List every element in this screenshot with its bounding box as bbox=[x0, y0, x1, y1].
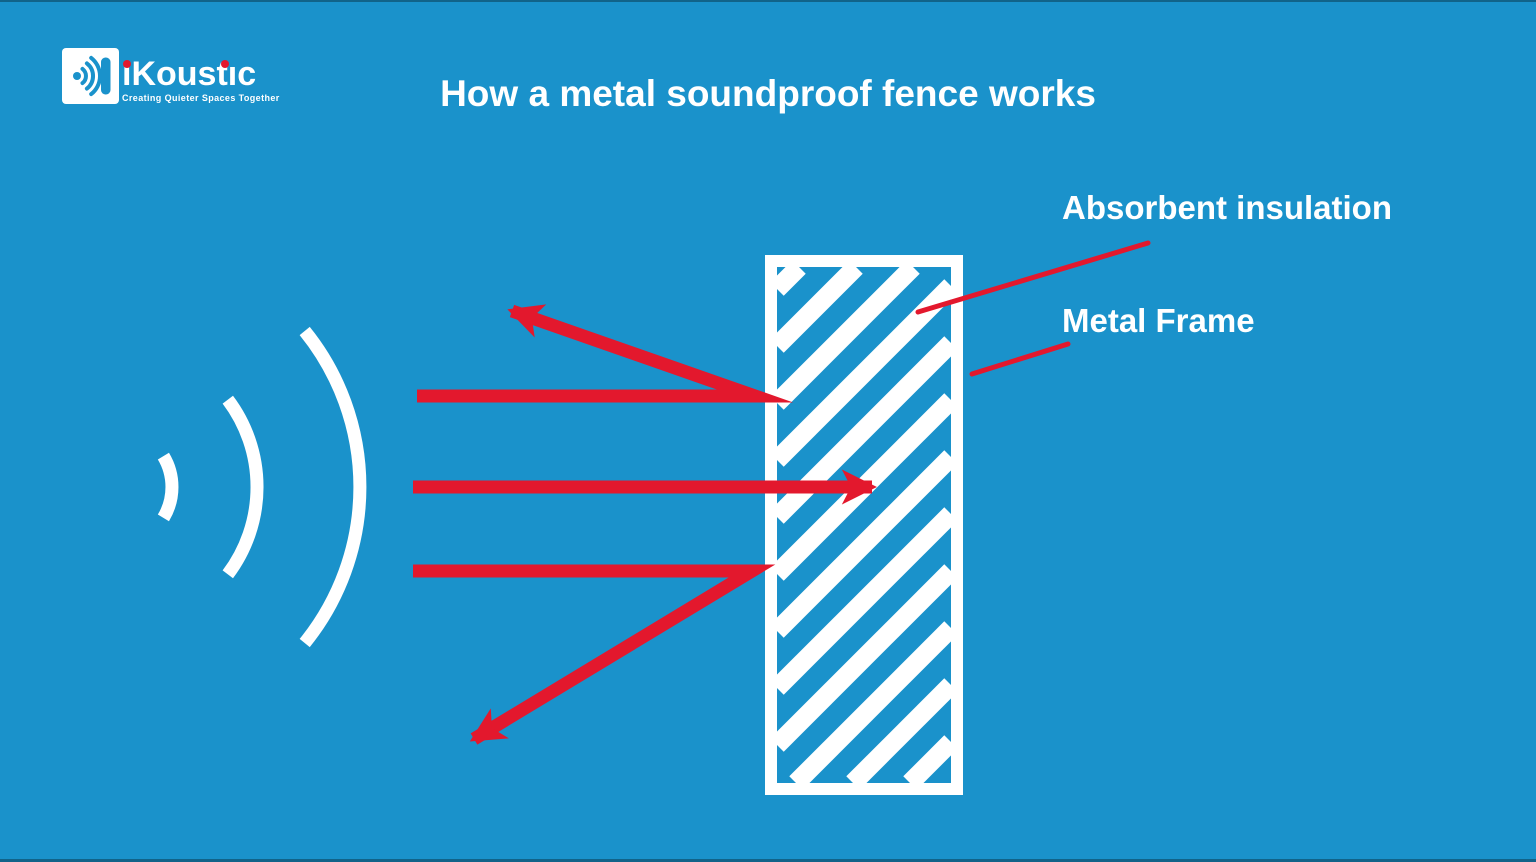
reflected-arrow-up bbox=[417, 304, 794, 403]
fence-panel bbox=[765, 255, 963, 795]
logo-text-block: ıKoustıc Creating Quieter Spaces Togethe… bbox=[122, 57, 280, 103]
label-absorbent-insulation: Absorbent insulation bbox=[1062, 189, 1392, 226]
deflected-arrow-down bbox=[413, 564, 776, 745]
ikoustic-logo: ıKoustıc Creating Quieter Spaces Togethe… bbox=[62, 48, 322, 108]
fence-hatching bbox=[770, 260, 958, 790]
metal-frame-pointer-line bbox=[969, 341, 1071, 377]
bottom-edge-line bbox=[0, 859, 1536, 862]
sound-wave-icon bbox=[62, 48, 119, 104]
logo-i-dot bbox=[123, 60, 131, 68]
logo-tagline: Creating Quieter Spaces Together bbox=[122, 93, 280, 103]
logo-brand-text: ıKoustıc bbox=[122, 55, 257, 93]
page-title: How a metal soundproof fence works bbox=[440, 73, 1096, 114]
absorbent-insulation-pointer-line bbox=[915, 240, 1151, 315]
fence-metal-frame bbox=[765, 255, 963, 795]
logo-i-dot bbox=[221, 60, 229, 68]
label-metal-frame: Metal Frame bbox=[1062, 302, 1255, 339]
sound-arrows bbox=[413, 304, 877, 745]
sound-wave-arcs bbox=[157, 326, 367, 648]
label-leader-lines bbox=[915, 240, 1151, 377]
top-edge-line bbox=[0, 0, 1536, 2]
